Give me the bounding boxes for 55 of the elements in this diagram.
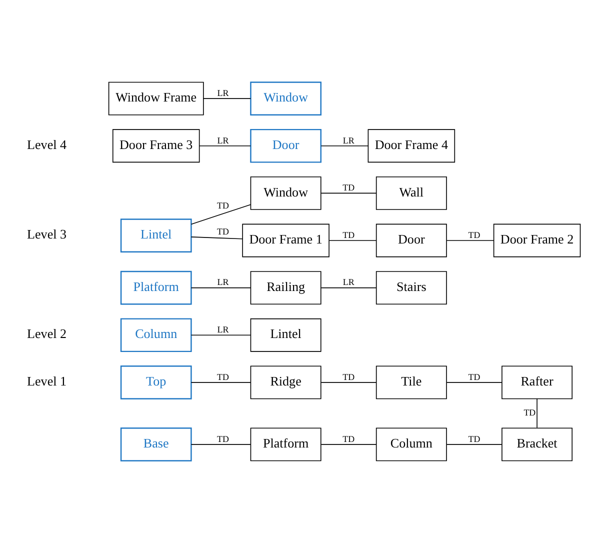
label: Level 1 bbox=[27, 373, 67, 388]
edge-label: LR bbox=[217, 87, 229, 98]
connector bbox=[190, 236, 243, 239]
connector bbox=[320, 144, 368, 146]
edge-label: TD bbox=[342, 182, 355, 192]
connector bbox=[320, 192, 377, 194]
edge-label: TD bbox=[342, 433, 355, 444]
node-box: Tile bbox=[376, 365, 447, 399]
edge-label: TD bbox=[217, 371, 229, 382]
edge-label: TD bbox=[468, 229, 480, 240]
edge-label: TD bbox=[217, 433, 229, 444]
node-box: Lintel bbox=[120, 218, 192, 252]
node-box: Window bbox=[250, 81, 322, 115]
connector bbox=[190, 286, 251, 288]
edge-label: TD bbox=[342, 229, 355, 240]
label: Level 3 bbox=[27, 226, 67, 242]
node-box: Door Frame 4 bbox=[368, 128, 456, 162]
edge-label: LR bbox=[217, 276, 229, 287]
edge-label: TD bbox=[342, 371, 355, 382]
edge-label: TD bbox=[468, 433, 480, 444]
node-box: Door bbox=[250, 128, 322, 162]
edge-label: TD bbox=[524, 407, 536, 418]
connector bbox=[536, 398, 538, 428]
node-box: Bracket bbox=[502, 427, 573, 461]
edge-label: LR bbox=[217, 134, 229, 145]
connector bbox=[320, 286, 377, 288]
edge-label: LR bbox=[342, 134, 354, 145]
edge-label: TD bbox=[217, 226, 229, 236]
node-box: Wall bbox=[376, 176, 447, 210]
node-box: Rafter bbox=[502, 365, 573, 399]
node-box: Window bbox=[250, 176, 322, 210]
node-box: Stairs bbox=[376, 270, 447, 304]
connector bbox=[190, 334, 251, 336]
edge-label: TD bbox=[217, 200, 229, 210]
node-box: Ridge bbox=[250, 365, 322, 399]
node-box: Platform bbox=[250, 427, 322, 461]
edge-label: TD bbox=[468, 371, 480, 382]
node-box: Window Frame bbox=[108, 81, 204, 115]
node-box: Door Frame 2 bbox=[493, 223, 581, 257]
node-box: Railing bbox=[250, 270, 322, 304]
node-box: Door bbox=[376, 223, 447, 257]
node-box: Door Frame 3 bbox=[112, 128, 200, 162]
edge-label: LR bbox=[342, 276, 354, 287]
node-box: Door Frame 1 bbox=[242, 223, 330, 257]
label: Level 2 bbox=[27, 326, 67, 341]
node-box: Column bbox=[120, 318, 192, 352]
node-box: Top bbox=[120, 365, 192, 399]
label: Level 4 bbox=[27, 136, 67, 152]
connector bbox=[199, 144, 252, 146]
node-box: Base bbox=[120, 427, 192, 461]
edge-label: LR bbox=[217, 324, 229, 334]
node-box: Column bbox=[376, 427, 447, 461]
node-box: Lintel bbox=[250, 318, 322, 352]
connector bbox=[190, 204, 251, 224]
node-box: Platform bbox=[120, 270, 192, 304]
